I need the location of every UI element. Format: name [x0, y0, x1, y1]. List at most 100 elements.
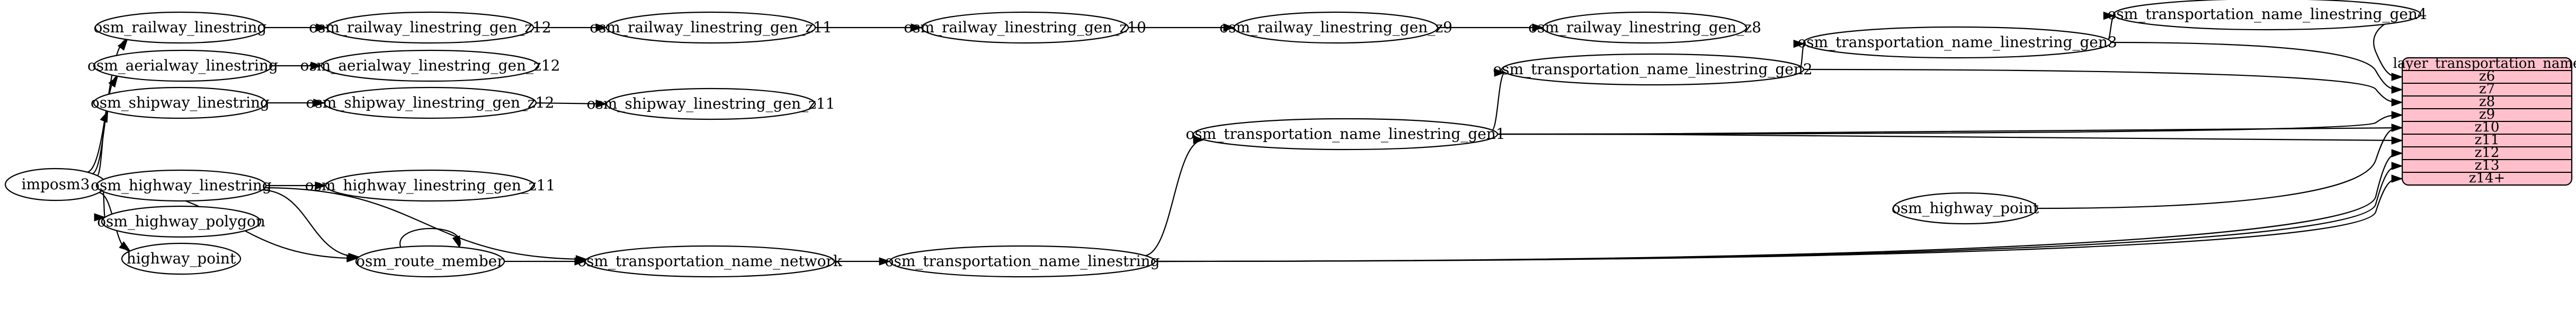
node-osm-railway-linestring-gen-z10[interactable]: osm_railway_linestring_gen_z10 [904, 11, 1146, 44]
node-shape [101, 205, 262, 238]
edge-line [261, 189, 360, 258]
node-osm-transportation-name-linestring[interactable]: osm_transportation_name_linestring [885, 245, 1160, 278]
node-osm-highway-polygon[interactable]: osm_highway_polygon [97, 205, 265, 238]
node-label: osm_transportation_name_linestring [885, 252, 1160, 270]
edge-arrowhead [1223, 23, 1235, 32]
edge-arrowhead [2391, 136, 2403, 145]
edge-osm-highway-point-to-layer-transportation-name-z10 [2037, 124, 2403, 209]
edge-line [1154, 165, 2403, 262]
edge-arrowhead [348, 252, 360, 261]
edge-line [263, 187, 587, 260]
edge-osm-transportation-name-network-to-osm-transportation-name-linestring [832, 257, 891, 266]
node-osm-railway-linestring-gen-z11[interactable]: osm_railway_linestring_gen_z11 [590, 11, 832, 44]
edge-arrowhead [2103, 11, 2115, 20]
edge-arrowhead [879, 257, 891, 266]
node-label: osm_railway_linestring_gen_z10 [904, 19, 1146, 36]
edge-arrowhead [1793, 39, 1805, 48]
record-field-z7[interactable]: z7 [2479, 81, 2495, 97]
edge-imposm3-to-osm-shipway-linestring [96, 110, 109, 177]
edge-line [1497, 133, 2403, 142]
node-label: osm_railway_linestring_gen_z12 [309, 19, 551, 36]
node-label: osm_transportation_name_linestring_gen4 [2107, 5, 2427, 23]
node-shape [584, 245, 835, 278]
node-osm-aerialway-linestring[interactable]: osm_aerialway_linestring [87, 49, 278, 82]
node-label: osm_highway_linestring_gen_z11 [305, 177, 556, 194]
node-osm-highway-linestring-gen-z11[interactable]: osm_highway_linestring_gen_z11 [305, 169, 556, 202]
record-field-z12[interactable]: z12 [2475, 145, 2500, 161]
node-label: osm_railway_linestring_gen_z11 [590, 19, 832, 36]
node-label: osm_transportation_name_linestring_gen1 [1186, 125, 1505, 143]
edge-osm-route-member-to-osm-route-member [399, 227, 461, 249]
node-label: osm_shipway_linestring_gen_z11 [587, 95, 835, 112]
node-label: osm_shipway_linestring_gen_z12 [306, 94, 555, 111]
node-label: osm_railway_linestring [94, 19, 267, 36]
edge-line [2037, 127, 2403, 209]
record-field-z11[interactable]: z11 [2475, 132, 2500, 148]
node-osm-transportation-name-linestring-gen2[interactable]: osm_transportation_name_linestring_gen2 [1493, 53, 1813, 86]
node-osm-transportation-name-network[interactable]: osm_transportation_name_network [577, 245, 843, 278]
node-shape [1233, 11, 1439, 44]
node-osm-railway-linestring-gen-z12[interactable]: osm_railway_linestring_gen_z12 [309, 11, 551, 44]
node-osm-transportation-name-linestring-gen4[interactable]: osm_transportation_name_linestring_gen4 [2107, 0, 2427, 31]
record-field-z13[interactable]: z13 [2475, 157, 2500, 173]
layer-transportation-name-record[interactable]: layer_transportation_namez6z7z8z9z10z11z… [2393, 56, 2576, 186]
node-osm-transportation-name-linestring-gen1[interactable]: osm_transportation_name_linestring_gen1 [1186, 118, 1505, 151]
node-label: osm_transportation_name_network [577, 252, 843, 270]
edge-osm-railway-linestring-gen-z11-to-osm-railway-linestring-gen-z10 [813, 23, 923, 32]
edge-arrowhead [94, 213, 106, 222]
node-shape [326, 11, 534, 44]
edge-arrowhead [316, 23, 328, 32]
node-label: osm_transportation_name_linestring_gen3 [1797, 33, 2117, 51]
node-imposm3[interactable]: imposm3 [4, 168, 107, 201]
edge-osm-railway-linestring-gen-z10-to-osm-railway-linestring-gen-z9 [1126, 23, 1235, 32]
node-shape [1542, 11, 1748, 44]
edge-arrowhead [2391, 149, 2403, 157]
record-field-z10[interactable]: z10 [2475, 119, 2500, 135]
edge-osm-transportation-name-linestring-gen1-to-osm-transportation-name-linestring-gen2 [1491, 68, 1506, 132]
node-osm-highway-linestring[interactable]: osm_highway_linestring [91, 169, 272, 202]
edge-osm-transportation-name-linestring-to-layer-transportation-name-z14plus [1154, 174, 2403, 262]
node-osm-railway-linestring[interactable]: osm_railway_linestring [94, 11, 267, 44]
node-label: imposm3 [21, 175, 90, 193]
record-field-z8[interactable]: z8 [2479, 94, 2495, 110]
node-osm-aerialway-linestring-gen-z12[interactable]: osm_aerialway_linestring_gen_z12 [300, 49, 560, 82]
edge-osm-shipway-linestring-gen-z12-to-osm-shipway-linestring-gen-z11 [533, 99, 608, 108]
node-shape [121, 242, 242, 275]
edge-arrowhead [2391, 111, 2403, 119]
edge-line [1143, 139, 1204, 257]
record-field-z9[interactable]: z9 [2479, 107, 2495, 122]
node-osm-railway-linestring-gen-z9[interactable]: osm_railway_linestring_gen_z9 [1219, 11, 1452, 44]
node-shape [93, 49, 273, 82]
edge-arrowhead [2391, 174, 2403, 183]
edge-osm-transportation-name-linestring-gen3-to-layer-transportation-name-z7 [2110, 41, 2403, 94]
nodes-layer: imposm3 osm_railway_linestring osm_aerialw… [4, 0, 2427, 278]
node-shape [323, 86, 537, 119]
edge-osm-transportation-name-linestring-to-layer-transportation-name-z12 [1154, 149, 2403, 262]
node-osm-shipway-linestring-gen-z11[interactable]: osm_shipway_linestring_gen_z11 [587, 87, 835, 120]
node-shape [355, 245, 505, 278]
node-shape [1892, 192, 2038, 225]
edge-arrowhead [595, 23, 608, 32]
node-osm-shipway-linestring-gen-z12[interactable]: osm_shipway_linestring_gen_z12 [306, 86, 555, 119]
edge-arrowhead [119, 241, 131, 252]
edge-osm-route-member-to-osm-transportation-name-network [503, 257, 586, 266]
node-osm-highway-point[interactable]: osm_highway_point [1892, 192, 2039, 225]
edge-line [1491, 72, 1505, 132]
edge-osm-transportation-name-linestring-gen1-to-layer-transportation-name-z9 [1497, 111, 2403, 135]
node-osm-railway-linestring-gen-z8[interactable]: osm_railway_linestring_gen_z8 [1528, 11, 1761, 44]
node-osm-shipway-linestring[interactable]: osm_shipway_linestring [91, 86, 270, 119]
edge-line [1803, 68, 2403, 103]
node-highway-point[interactable]: highway_point [121, 242, 242, 275]
edge-arrowhead [117, 39, 128, 51]
edge-arrowhead [2391, 124, 2403, 132]
record-field-z6[interactable]: z6 [2479, 68, 2495, 84]
node-osm-route-member[interactable]: osm_route_member [355, 245, 505, 278]
edge-arrowhead [315, 181, 327, 190]
edge-arrowhead [2391, 73, 2403, 81]
edge-line [533, 102, 607, 104]
node-osm-transportation-name-linestring-gen3[interactable]: osm_transportation_name_linestring_gen3 [1797, 26, 2117, 59]
record-field-z14plus[interactable]: z14+ [2469, 170, 2506, 186]
edge-line [399, 227, 461, 249]
node-label: osm_route_member [356, 252, 504, 270]
